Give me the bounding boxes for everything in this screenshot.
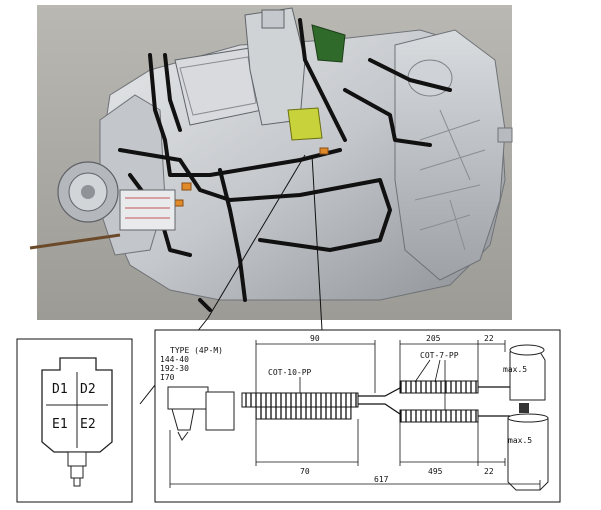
type-line-4: I70 — [160, 373, 175, 382]
valve-cap — [261, 9, 285, 29]
sensor-top-cap — [509, 344, 545, 356]
harness-drawing: TYPE (4P-M) 144-40 192-30 I70 max.5 max.… — [154, 329, 561, 503]
sensor-bottom-cap — [507, 413, 549, 423]
conduit-right-label: COT-7-PP — [420, 351, 459, 360]
harness-connector — [167, 386, 209, 410]
dim-bottom-495: 495 — [428, 467, 443, 476]
dim-bottom-70: 70 — [300, 467, 310, 476]
dim-top-22: 22 — [484, 334, 494, 343]
flywheel-center — [81, 185, 95, 199]
pin-e2-label: E2 — [80, 417, 96, 432]
conduit-right-leaders — [414, 359, 446, 410]
type-line-2: 144-40 — [160, 355, 189, 364]
control-module-inset — [179, 56, 257, 116]
input-rod — [29, 233, 121, 250]
conduit-cot10 — [241, 392, 359, 408]
type-line-3: 192-30 — [160, 364, 189, 373]
conduit-cot10-lower — [255, 406, 352, 420]
connector-tip — [177, 431, 189, 441]
connector-latch-tab — [70, 466, 84, 487]
output-shaft — [497, 127, 513, 143]
dim-top-205: 205 — [426, 334, 441, 343]
transmission-render — [29, 5, 513, 320]
wiring-harness — [118, 18, 452, 312]
connector-latch-side — [171, 408, 195, 431]
sensor-top — [509, 351, 546, 401]
yellow-green-sensor — [287, 107, 323, 141]
dim-overall-617: 617 — [374, 475, 389, 484]
harness-connector-boot — [205, 391, 235, 431]
sensor-bottom — [507, 417, 549, 491]
callout-line-left — [207, 154, 306, 319]
max-top-label: max.5 — [503, 365, 527, 374]
dim-top-90: 90 — [310, 334, 320, 343]
max-bottom-label: max.5 — [508, 436, 532, 445]
pin-d2-label: D2 — [80, 382, 96, 397]
top-dimension-lines — [255, 340, 506, 393]
dim-bottom-22: 22 — [484, 467, 494, 476]
conduit-cot7-bottom — [399, 409, 479, 423]
callout-line-right — [311, 154, 323, 331]
pin-d1-label: D1 — [52, 382, 68, 397]
pin-e1-label: E1 — [52, 417, 68, 432]
housing-ribs — [414, 109, 486, 251]
connector-bracket — [119, 189, 176, 231]
connector-latch — [67, 451, 87, 467]
green-actuator — [311, 24, 346, 63]
bracket-wires — [125, 197, 170, 219]
type-line-1: TYPE (4P-M) — [170, 346, 223, 355]
sensor-top-nut — [519, 403, 529, 413]
bottom-dimension-lines — [169, 419, 541, 490]
connector-face-view: D1 D2 E1 E2 — [16, 338, 133, 503]
conduit-cot7-top — [399, 380, 479, 394]
conduit-left-label: COT-10-PP — [268, 368, 312, 377]
